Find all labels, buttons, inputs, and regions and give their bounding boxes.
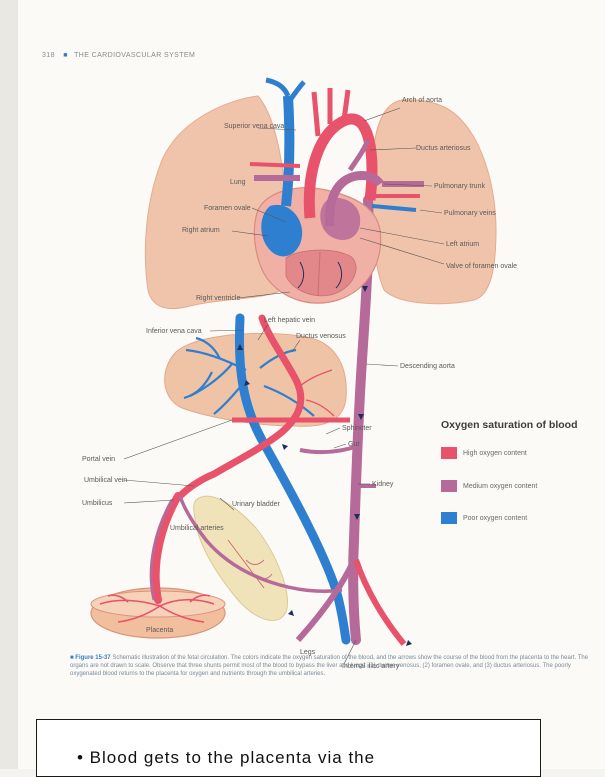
slide-bullet-text: • Blood gets to the placenta via the (77, 748, 375, 768)
slide-text-box: • Blood gets to the placenta via the (36, 719, 541, 777)
figure-caption: ■ Figure 15-37 Schematic illustration of… (70, 654, 592, 678)
label-valve-of-foramen-ovale: Valve of foramen ovale (446, 263, 517, 270)
label-kidney: Kidney (372, 481, 394, 488)
label-ductus-venosus: Ductus venosus (296, 333, 346, 340)
label-descending-aorta: Descending aorta (400, 363, 455, 370)
legend-swatch-poor (441, 512, 457, 524)
label-superior-vena-cava-text: Superior vena cava (224, 123, 284, 130)
legend-swatch-medium (441, 480, 457, 492)
label-left-atrium: Left atrium (446, 241, 479, 248)
label-pulmonary-trunk: Pulmonary trunk (434, 183, 485, 190)
label-sphincter: Sphincter (342, 425, 372, 432)
legend-item-poor: Poor oxygen content (441, 512, 527, 524)
pulmonary-vein-right (250, 164, 300, 166)
figure-number-text: Figure 15-37 (75, 655, 110, 661)
legend-swatch-high (441, 447, 457, 459)
label-arch-of-aorta: Arch of aorta (402, 97, 442, 104)
legend-label-high: High oxygen content (463, 450, 527, 457)
label-ductus-arteriosus: Ductus arteriosus (416, 145, 471, 152)
label-urinary-bladder: Urinary bladder (232, 501, 281, 508)
legend-item-medium: Medium oxygen content (441, 480, 537, 492)
legend-label-medium: Medium oxygen content (463, 483, 537, 490)
label-umbilicus: Umbilicus (82, 500, 113, 507)
label-superior-vena-cava: Superior vena cava (224, 123, 284, 130)
label-pulmonary-veins: Pulmonary veins (444, 210, 496, 217)
label-left-hepatic-vein: Left hepatic vein (264, 317, 315, 324)
label-right-atrium: Right atrium (182, 227, 220, 234)
label-portal-vein: Portal vein (82, 456, 115, 463)
liver (165, 333, 347, 426)
label-placenta: Placenta (146, 627, 173, 634)
label-umbilical-arteries: Umbilical arteries (170, 525, 224, 532)
label-gut: Gut (348, 441, 359, 448)
label-lung: Lung (230, 179, 246, 186)
legend-item-high: High oxygen content (441, 447, 527, 459)
superior-vena-cava (286, 96, 289, 206)
label-right-ventricle: Right ventricle (196, 295, 240, 302)
label-umbilical-vein: Umbilical vein (84, 477, 127, 484)
label-inferior-vena-cava: Inferior vena cava (146, 328, 202, 335)
figure-caption-text: Schematic illustration of the fetal circ… (70, 655, 588, 677)
ductus-arteriosus (350, 140, 368, 170)
legend-title: Oxygen saturation of blood (441, 419, 578, 431)
leg-artery-left (356, 560, 404, 644)
legend-label-poor: Poor oxygen content (463, 515, 527, 522)
left-lung (372, 100, 496, 304)
figure-number: ■ Figure 15-37 (70, 655, 111, 661)
label-foramen-ovale: Foramen ovale (204, 205, 251, 212)
